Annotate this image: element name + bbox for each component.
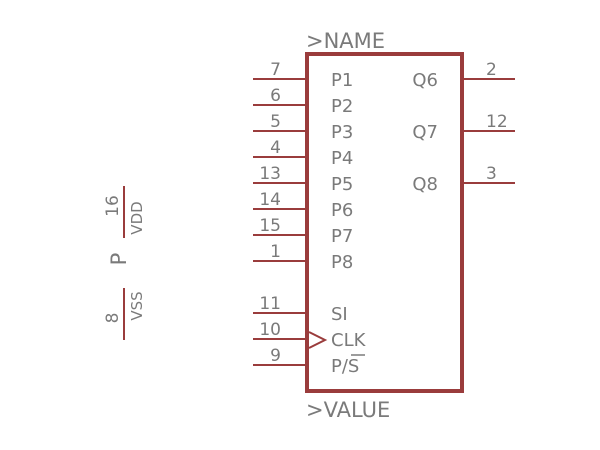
pin-label: P3 [331,122,353,143]
right-pin-wires [462,78,515,184]
pin-label: P2 [331,96,353,117]
pin-label: P6 [331,200,353,221]
pin-label: CLK [331,330,367,351]
pin-label: Q8 [412,174,438,195]
pin-label: P7 [331,226,353,247]
pin-number: 6 [270,86,281,106]
pin-number: 7 [270,60,281,80]
pin-number: 5 [270,112,281,132]
pin-number: 10 [259,320,281,340]
vdd-pin-label: VDD [128,201,146,234]
power-gate-label: P [107,253,131,266]
value-placeholder: >VALUE [306,398,390,422]
pin-number: 12 [486,112,508,132]
vss-pin-label: VSS [128,291,146,320]
pin-label: Q6 [412,70,438,91]
name-placeholder: >NAME [306,29,385,53]
pin-label-ps: P/S [331,356,359,377]
pin-number: 13 [259,164,281,184]
pin-label: SI [331,304,348,325]
left-pin-wires [253,78,307,366]
power-gate: 16 VDD 8 VSS P [103,186,146,340]
pin-number: 14 [259,190,281,210]
pin-number: 4 [270,138,281,158]
pin-label: P5 [331,174,353,195]
pin-number: 11 [259,294,281,314]
pin-label: P4 [331,148,353,169]
vdd-pin-number: 16 [103,195,123,217]
pin-label: P1 [331,70,353,91]
pin-label: Q7 [412,122,438,143]
vss-pin-number: 8 [103,313,123,324]
component-body [305,52,464,393]
pin-number: 2 [486,60,497,80]
pin-label: P8 [331,252,353,273]
pin-number: 9 [270,346,281,366]
pin-number: 1 [270,242,281,262]
pin-number: 15 [259,216,281,236]
pin-number: 3 [486,164,497,184]
clock-triangle-icon [308,331,328,349]
